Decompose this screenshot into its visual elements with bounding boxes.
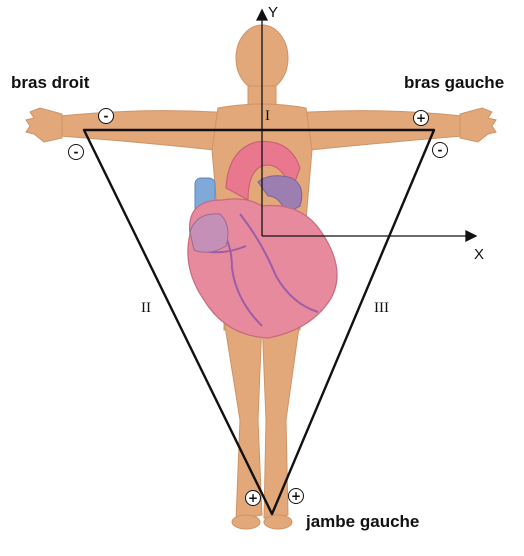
lead-two-label: II <box>141 300 151 317</box>
label-right-arm: bras droit <box>11 73 89 93</box>
y-axis-label: Y <box>268 4 278 21</box>
lead-one-label: I <box>265 108 270 125</box>
left-hand <box>460 108 496 142</box>
polarity-left-arm-top: + <box>413 110 429 126</box>
polarity-left-arm-bottom: - <box>432 142 448 158</box>
x-axis-arrow <box>466 231 476 241</box>
y-axis-arrow <box>257 10 267 20</box>
left-foot <box>264 515 292 529</box>
polarity-left-leg-right: + <box>288 488 304 504</box>
polarity-right-arm-top: - <box>98 108 114 124</box>
right-foot <box>232 515 260 529</box>
label-left-arm: bras gauche <box>404 73 504 93</box>
right-hand <box>26 108 62 142</box>
polarity-right-arm-bottom: - <box>68 144 84 160</box>
lead-three-label: III <box>374 300 389 317</box>
x-axis-label: X <box>474 246 484 263</box>
polarity-left-leg-left: + <box>245 490 261 506</box>
label-left-leg: jambe gauche <box>306 512 419 532</box>
